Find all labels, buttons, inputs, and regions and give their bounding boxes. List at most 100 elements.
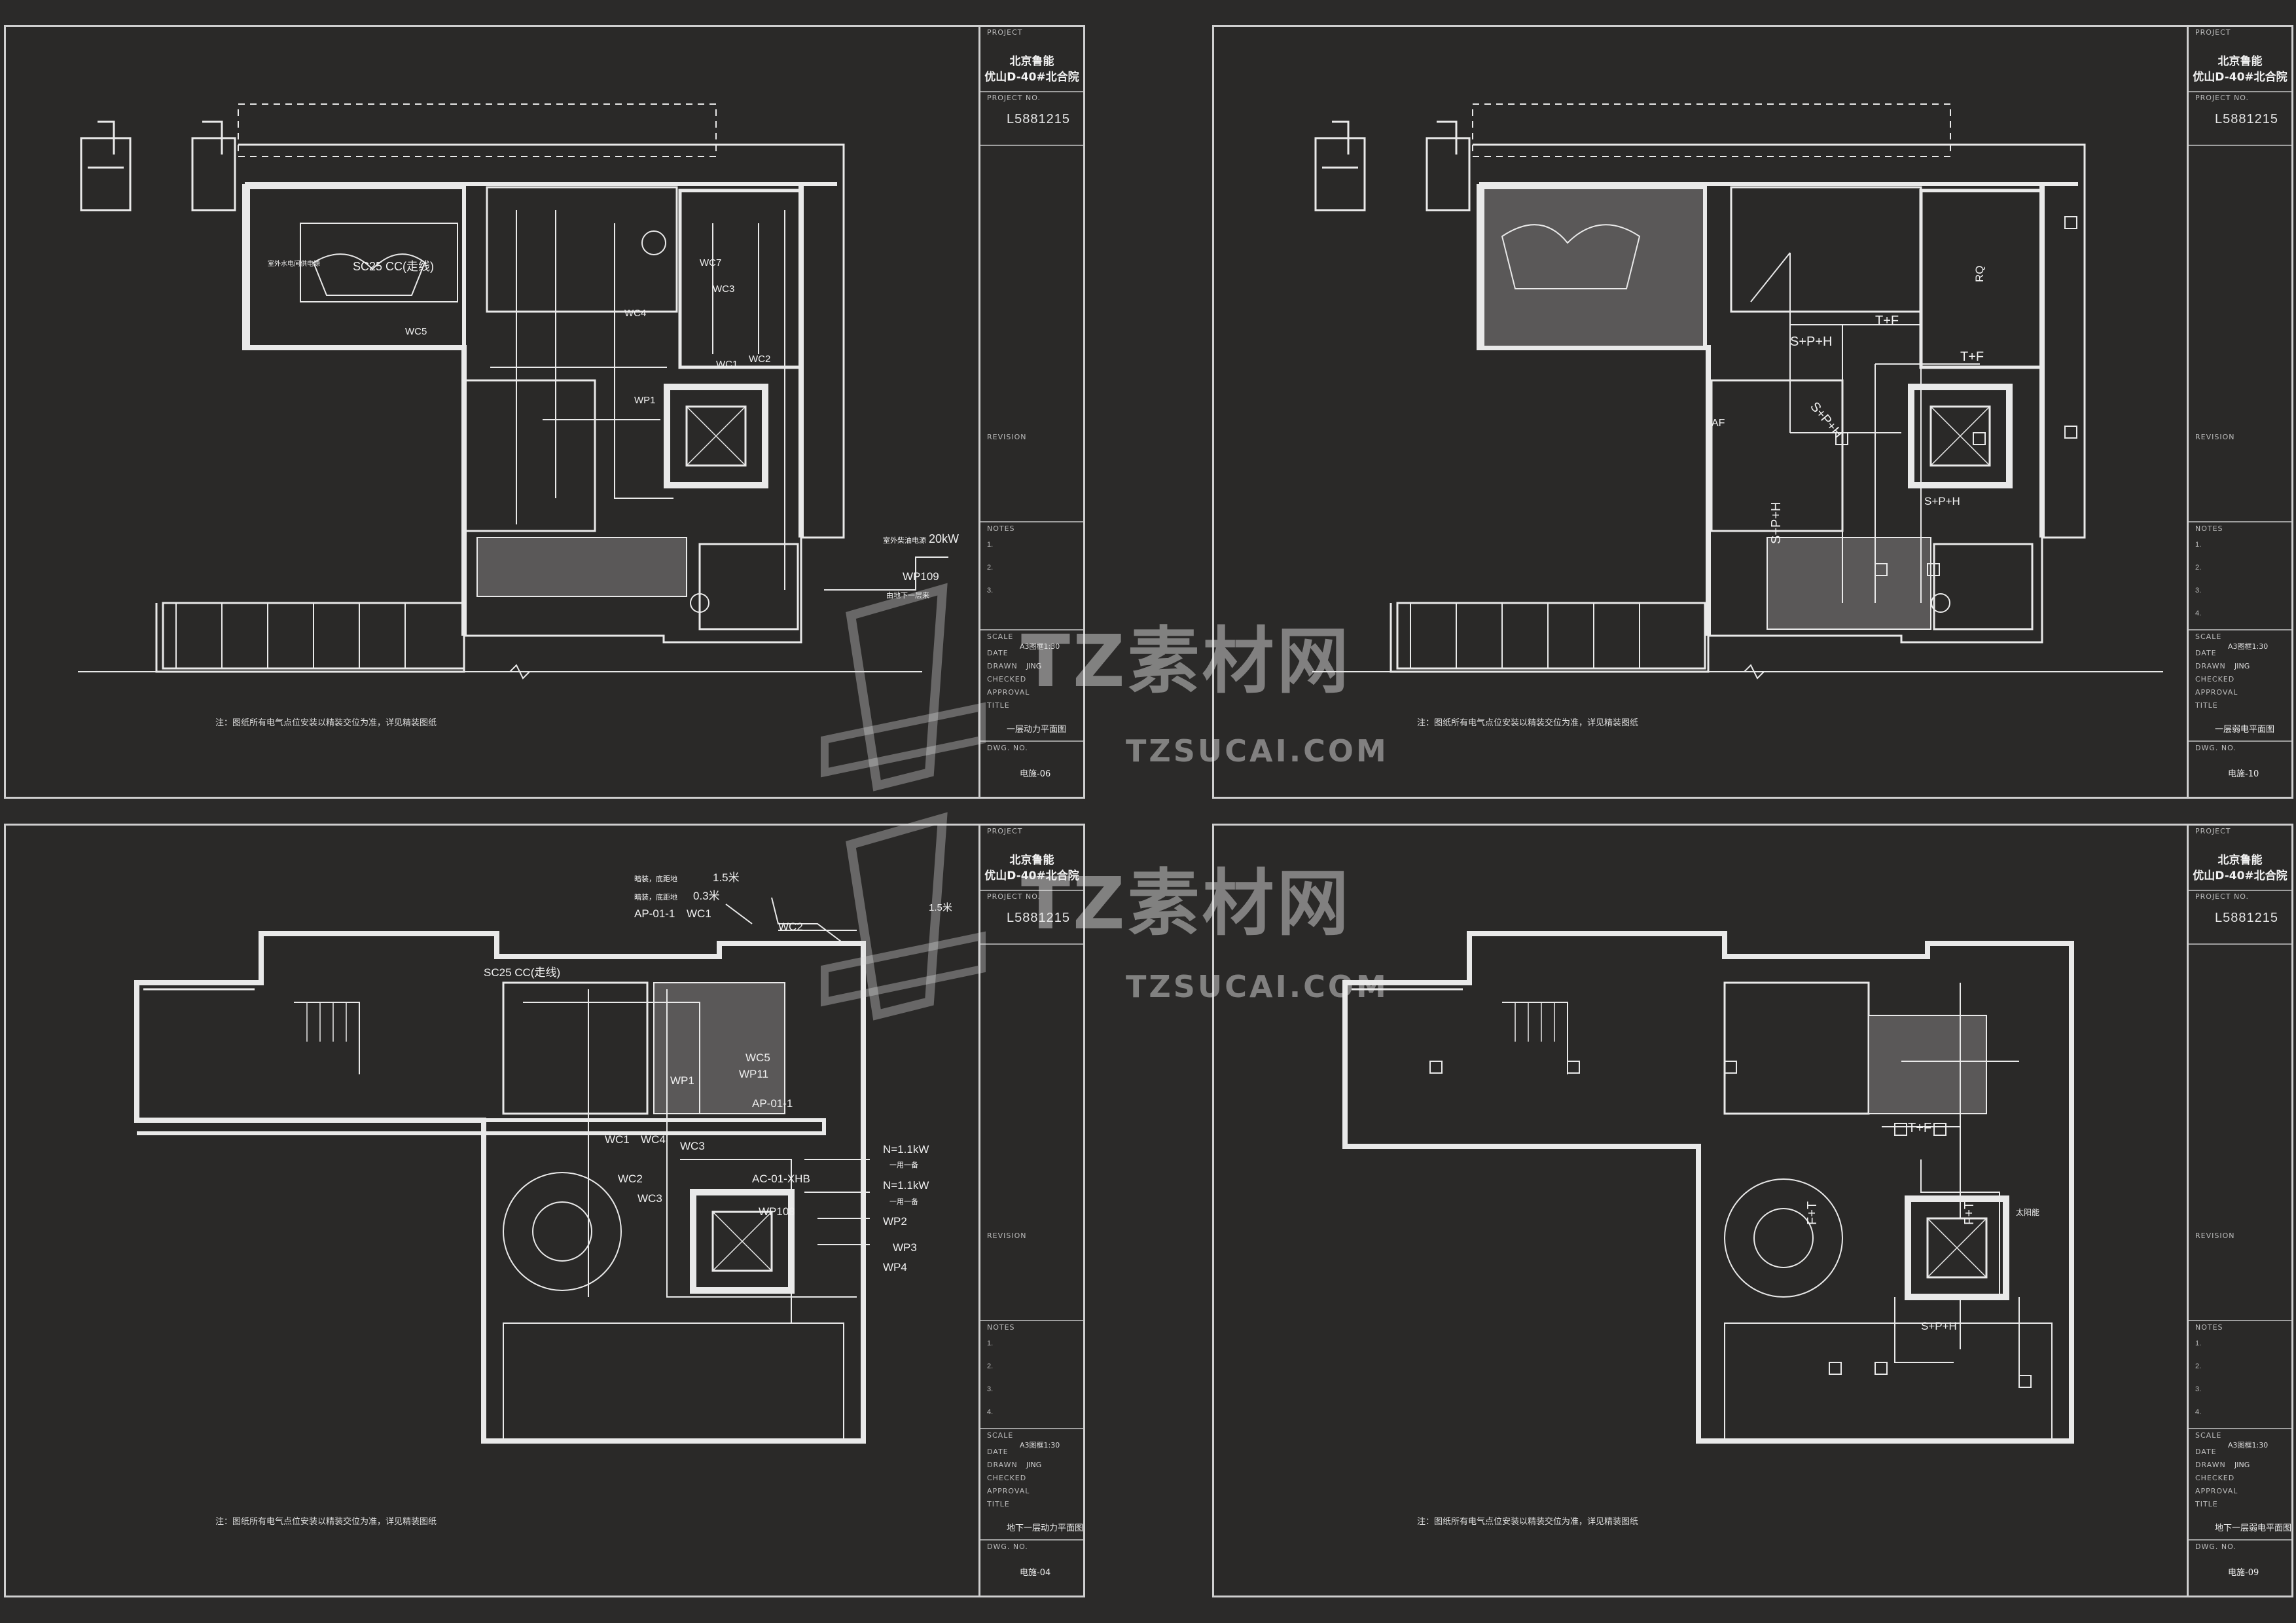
label-3l: WC4 [641,1133,666,1146]
title-block: PROJECT 北京鲁能 优山D-40#北合院 PROJECT NO. L588… [978,27,1083,797]
label-1i: WP109 [903,570,939,583]
client-name: 北京鲁能 [1009,854,1054,867]
drawn-label: DRAWN [987,662,1018,670]
sheet-note: 注：图纸所有电气点位安装以精装交位为准，详见精装图纸 [1417,718,1639,728]
project-name: 优山D-40#北合院 [2193,869,2287,883]
project-label: PROJECT [2195,827,2231,835]
label-3o: AC-01-XHB [752,1173,810,1185]
label-1d: WC7 [700,257,721,268]
scale-value: A3图框1:30 [1020,642,1060,651]
date-label: DATE [987,649,1009,657]
date-label: DATE [987,1448,1009,1456]
label-3x: 暗装，底距地 [634,874,677,883]
dwg-label: DWG. NO. [987,1542,1028,1551]
floor-plan-1f-power: SC25 CC(走线) WC5 WC4 WC7 WC3 WC1 WC2 WP1 … [78,103,959,680]
project-label: PROJECT [987,28,1023,37]
title-block: PROJECT 北京鲁能 优山D-40#北合院 PROJECT NO. L588… [978,826,1083,1596]
label-4d: F+T [1962,1201,1977,1225]
label-3d: WC1 [687,907,711,920]
floor-plan-b1-power: 1.5米 暗装，底距地 0.3米 暗装，底距地 AP-01-1 WC1 WC2 … [134,871,952,1444]
sheet-note: 注：图纸所有电气点位安装以精装交位为准，详见精装图纸 [215,1517,437,1527]
watermark-logo-icon [821,583,986,792]
approval-label: APPROVAL [987,688,1030,697]
projno-label: PROJECT NO. [2195,94,2249,102]
dwg-label: DWG. NO. [987,744,1028,752]
drawing-sheet-3: 1.5米 暗装，底距地 0.3米 暗装，底距地 AP-01-1 WC1 WC2 … [4,824,1085,1597]
client-name: 北京鲁能 [2217,854,2263,867]
drawn-label: DRAWN [2195,662,2226,670]
scale-label: SCALE [2195,632,2222,641]
label-3w: WC3 [680,1140,705,1152]
dwg-number: 电施-09 [2228,1568,2259,1578]
label-2e: AF [1712,418,1725,429]
project-number: L5881215 [2215,911,2278,925]
projno-label: PROJECT NO. [987,94,1041,102]
notes-label: NOTES [2195,524,2223,533]
checked-label: CHECKED [2195,675,2235,684]
label-1g: WC2 [749,354,770,365]
label-4c: S+P+H [1921,1320,1957,1332]
label-4b: F+T [1805,1201,1820,1225]
projno-label: PROJECT NO. [2195,892,2249,901]
client-name: 北京鲁能 [1009,55,1054,68]
label-3f: 1.5米 [929,902,952,913]
approval-label: APPROVAL [987,1487,1030,1495]
label-3z: 一用一备 [889,1160,918,1169]
title-label: TITLE [2195,701,2218,710]
label-2g: S+P+H [1924,495,1960,507]
dwg-number: 电施-04 [1020,1568,1051,1578]
label-3q: N=1.1kW [883,1143,929,1156]
label-2a: T+F [1875,314,1899,328]
title-label: TITLE [2195,1500,2218,1508]
label-3s: WP2 [883,1215,907,1228]
label-2c: T+F [1960,350,1984,364]
project-name: 优山D-40#北合院 [984,71,1079,84]
scale-value: A3图框1:30 [2228,1441,2269,1450]
label-3a: 1.5米 [713,871,740,884]
label-3e: WC2 [778,921,803,933]
label-1m: 室外水电间供电源 [268,259,320,268]
label-3g: SC25 CC(走线) [484,966,560,979]
approval-label: APPROVAL [2195,1487,2238,1495]
checked-label: CHECKED [987,1474,1027,1482]
label-1a: SC25 CC(走线) [353,260,434,273]
project-name: 优山D-40#北合院 [984,869,1079,883]
drawn-value: JING [1026,662,1042,670]
sheet-title: 地下一层弱电平面图 [2215,1523,2292,1533]
drawn-value: JING [1026,1461,1042,1469]
label-1j: 20kW [929,532,959,545]
label-2d: S+P+H [1807,399,1845,441]
scale-label: SCALE [2195,1431,2222,1440]
label-1c: WC4 [624,308,646,319]
project-label: PROJECT [2195,28,2231,37]
label-3i: WP11 [739,1068,768,1080]
label-3k: AP-01-1 [752,1097,793,1110]
revision-label: REVISION [2195,433,2235,441]
scale-label: SCALE [987,1431,1014,1440]
label-3u: WP4 [883,1261,907,1273]
label-1h: WP1 [634,395,656,406]
notes-label: NOTES [2195,1323,2223,1332]
title-label: TITLE [987,701,1010,710]
dwg-label: DWG. NO. [2195,744,2236,752]
label-2b: S+P+H [1790,335,1832,349]
sheet-title: 地下一层动力平面图 [1007,1523,1084,1533]
floor-plan-1f-weak-current: T+F S+P+H T+F S+P+H AF S+P+H S+P+H RQ [1312,103,2163,680]
drawing-sheet-4: T+F F+T S+P+H F+T 太阳能 注：图纸所有电气点位安装以精装交位为… [1212,824,2293,1597]
dwg-label: DWG. NO. [2195,1542,2236,1551]
date-label: DATE [2195,649,2217,657]
drawn-value: JING [2234,662,2250,670]
sheet-title: 一层动力平面图 [1007,725,1067,735]
label-3c: AP-01-1 [634,907,675,920]
notes-label: NOTES [987,1323,1015,1332]
scale-value: A3图框1:30 [1020,1441,1060,1450]
project-name: 优山D-40#北合院 [2193,71,2287,84]
sheet-note: 注：图纸所有电气点位安装以精装交位为准，详见精装图纸 [215,718,437,728]
label-4e: 太阳能 [2016,1207,2039,1217]
label-3m: WC2 [618,1173,643,1185]
title-block: PROJECT 北京鲁能 优山D-40#北合院 PROJECT NO. L588… [2187,27,2291,797]
label-1f: WC1 [716,359,738,370]
revision-label: REVISION [987,433,1027,441]
dwg-number: 电施-10 [2228,769,2259,779]
dwg-number: 电施-06 [1020,769,1051,779]
